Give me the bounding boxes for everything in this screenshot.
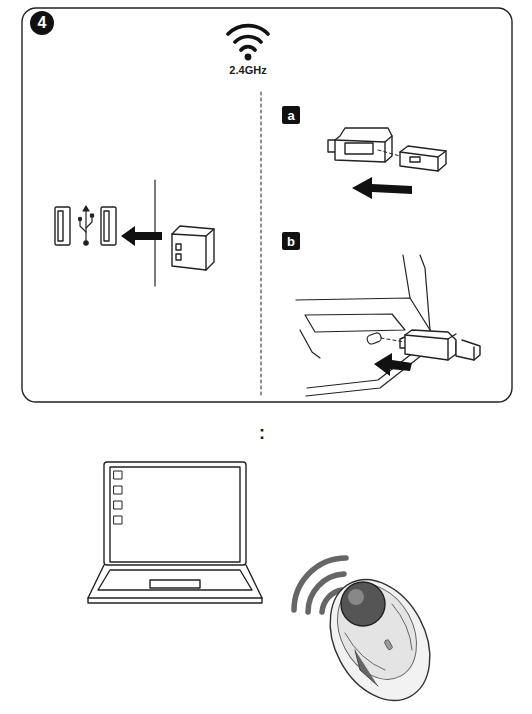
guide-line xyxy=(378,150,400,156)
trackball-mouse xyxy=(310,562,450,714)
nano-receiver xyxy=(400,146,446,171)
separator-mark: : xyxy=(252,422,272,444)
substep-letter: b xyxy=(282,232,300,250)
nano-receiver xyxy=(172,226,214,270)
laptop xyxy=(88,462,262,603)
usbc-adapter xyxy=(328,128,392,162)
step-badge xyxy=(282,106,300,124)
divider xyxy=(261,92,262,396)
desktop-icons xyxy=(114,471,122,524)
insert-arrow xyxy=(352,177,412,199)
adapter-with-receiver xyxy=(400,330,480,360)
frequency-label: 2.4GHz xyxy=(218,63,278,77)
step-badge xyxy=(30,11,54,35)
step-panel xyxy=(22,8,512,402)
step-badge xyxy=(282,232,300,250)
laptop-corner xyxy=(296,255,436,396)
substep-letter: a xyxy=(282,106,300,124)
usb-ports xyxy=(55,206,116,245)
insert-arrow xyxy=(121,226,162,246)
wifi-icon xyxy=(228,26,268,61)
insert-arrow xyxy=(374,353,412,376)
step-number: 4 xyxy=(30,11,54,35)
